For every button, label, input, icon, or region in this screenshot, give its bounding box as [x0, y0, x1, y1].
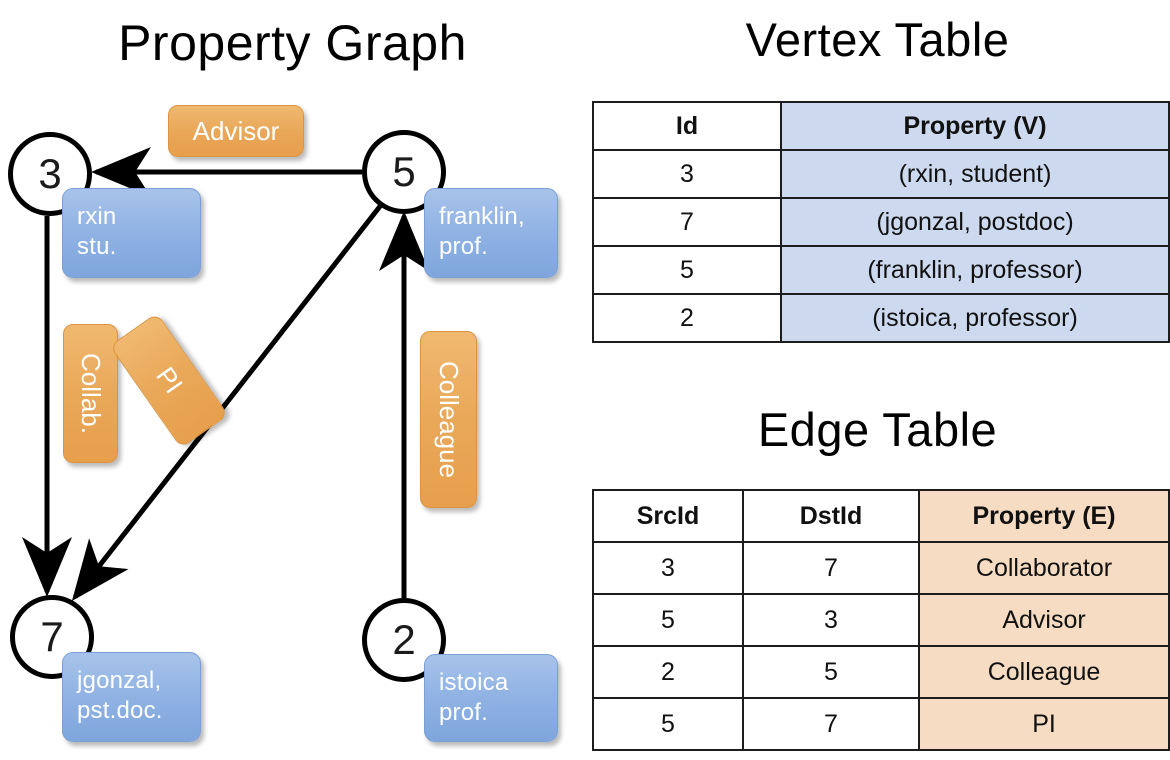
- page-title-vertex-table: Vertex Table: [745, 13, 1010, 66]
- vertex-callout-5-role: prof.: [439, 233, 489, 260]
- vertex-cell-id: 3: [592, 149, 782, 199]
- vertex-callout-2-name: istoica: [439, 669, 509, 696]
- vertex-table: Id Property (V) 3 (rxin, student) 7 (jgo…: [592, 101, 1170, 343]
- vertex-property-callout-5: franklin, prof.: [424, 188, 558, 278]
- edge-cell-dstid: 3: [742, 593, 920, 647]
- table-row: 7 (jgonzal, postdoc): [592, 197, 1170, 247]
- vertex-table-header-row: Id Property (V): [592, 101, 1170, 151]
- edge-table-header-row: SrcId DstId Property (E): [592, 489, 1170, 543]
- edge-table: SrcId DstId Property (E) 3 7 Collaborato…: [592, 489, 1170, 751]
- graph-node-7-label: 7: [40, 613, 64, 660]
- vertex-cell-property: (istoica, professor): [780, 293, 1170, 343]
- vertex-cell-id: 7: [592, 197, 782, 247]
- edge-cell-property: Advisor: [918, 593, 1170, 647]
- edge-pi-5-to-7: [71, 203, 383, 601]
- edge-label-collab: Collab.: [63, 324, 118, 463]
- table-row: 2 (istoica, professor): [592, 293, 1170, 343]
- graph-node-3-label: 3: [38, 150, 62, 197]
- table-row: 2 5 Colleague: [592, 645, 1170, 699]
- vertex-cell-property: (franklin, professor): [780, 245, 1170, 295]
- vertex-callout-2-role: prof.: [439, 699, 489, 726]
- edge-cell-dstid: 7: [742, 541, 920, 595]
- table-row: 5 7 PI: [592, 697, 1170, 751]
- graph-node-2-label: 2: [392, 616, 416, 663]
- graph-node-5[interactable]: 5: [362, 130, 446, 214]
- edge-cell-srcid: 5: [592, 697, 744, 751]
- edge-table-header-dstid: DstId: [742, 489, 920, 543]
- edge-label-colleague: Colleague: [420, 331, 477, 508]
- edge-cell-property: Collaborator: [918, 541, 1170, 595]
- graph-node-5-label: 5: [392, 148, 416, 195]
- graph-edges-layer: [22, 147, 429, 601]
- vertex-property-callout-3: rxin stu.: [62, 188, 201, 278]
- vertex-property-callout-7: jgonzal, pst.doc.: [62, 652, 201, 742]
- edge-cell-dstid: 5: [742, 645, 920, 699]
- edge-label-collab-text: Collab.: [76, 353, 106, 434]
- table-row: 5 (franklin, professor): [592, 245, 1170, 295]
- page-title-edge-table: Edge Table: [757, 403, 998, 456]
- property-graph-diagram: 3 5 7 2 rxin stu. franklin, prof. jgonza…: [8, 105, 558, 742]
- edge-cell-dstid: 7: [742, 697, 920, 751]
- edge-label-pi-text: PI: [150, 361, 189, 399]
- edge-cell-property: Colleague: [918, 645, 1170, 699]
- vertex-table-header-id: Id: [592, 101, 782, 151]
- vertex-callout-5-name: franklin,: [439, 203, 525, 230]
- vertex-table-header-property: Property (V): [780, 101, 1170, 151]
- edge-table-header-srcid: SrcId: [592, 489, 744, 543]
- edge-cell-srcid: 2: [592, 645, 744, 699]
- graph-node-2[interactable]: 2: [362, 598, 446, 682]
- edge-cell-srcid: 3: [592, 541, 744, 595]
- edge-label-advisor-text: Advisor: [192, 115, 280, 146]
- vertex-callout-3-role: stu.: [77, 233, 117, 260]
- table-row: 3 7 Collaborator: [592, 541, 1170, 595]
- table-row: 5 3 Advisor: [592, 593, 1170, 647]
- vertex-callout-7-name: jgonzal,: [77, 667, 162, 694]
- edge-table-header-property: Property (E): [918, 489, 1170, 543]
- vertex-cell-id: 2: [592, 293, 782, 343]
- vertex-property-callout-2: istoica prof.: [424, 654, 558, 742]
- table-row: 3 (rxin, student): [592, 149, 1170, 199]
- edge-label-advisor: Advisor: [168, 105, 304, 157]
- edge-cell-srcid: 5: [592, 593, 744, 647]
- edge-cell-property: PI: [918, 697, 1170, 751]
- vertex-callout-7-role: pst.doc.: [77, 697, 163, 724]
- page-title-property-graph: Property Graph: [118, 15, 467, 71]
- vertex-cell-id: 5: [592, 245, 782, 295]
- vertex-cell-property: (rxin, student): [780, 149, 1170, 199]
- vertex-callout-3-name: rxin: [77, 203, 117, 230]
- edge-label-colleague-text: Colleague: [434, 360, 464, 479]
- vertex-cell-property: (jgonzal, postdoc): [780, 197, 1170, 247]
